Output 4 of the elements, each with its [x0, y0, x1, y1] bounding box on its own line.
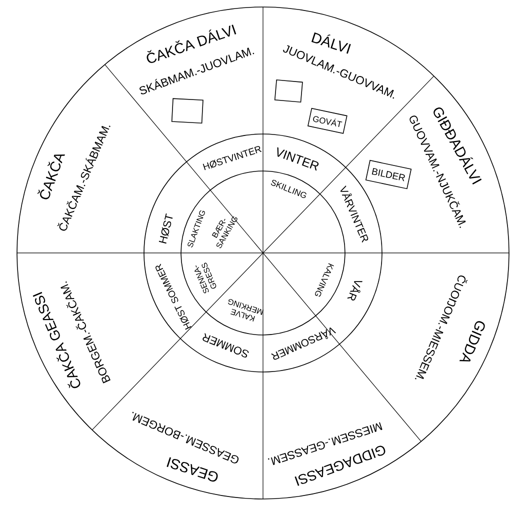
label-box: BILDER — [365, 160, 412, 190]
label-box: GOVÁT — [308, 108, 348, 134]
season-label: VÅR — [347, 281, 362, 301]
season-label: HØST — [158, 213, 173, 244]
